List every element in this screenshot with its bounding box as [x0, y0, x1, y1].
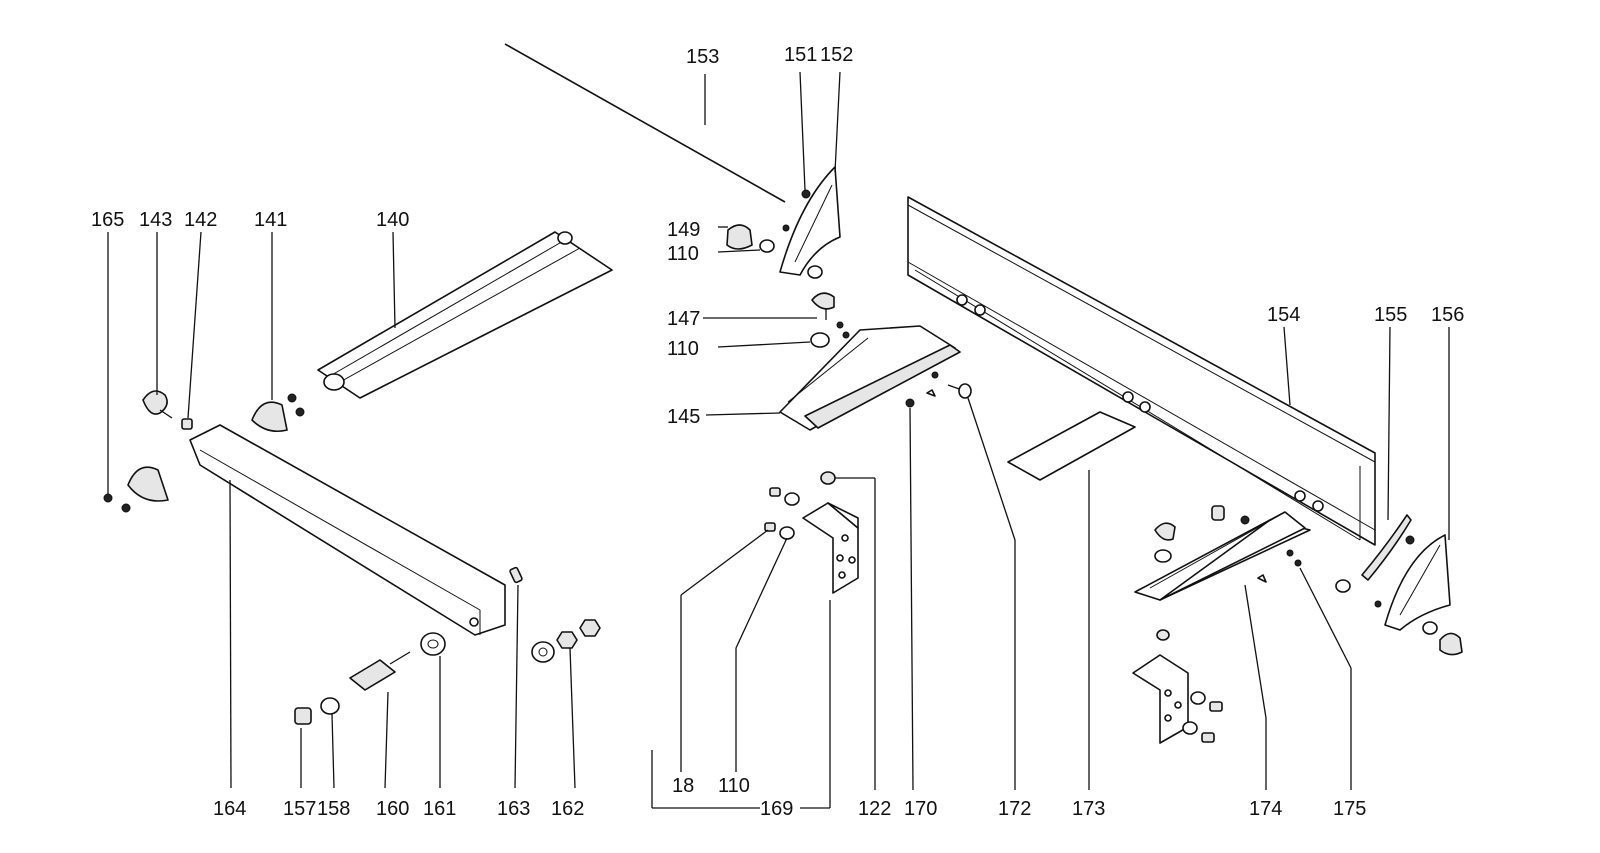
rod-153	[504, 43, 786, 203]
label-153: 153	[686, 46, 719, 68]
washer-158	[320, 697, 340, 715]
spindle-160	[349, 651, 411, 691]
label-110-a: 110	[667, 243, 699, 265]
label-151: 151	[784, 44, 817, 66]
segment-156	[1374, 534, 1463, 656]
screws-18	[764, 487, 800, 540]
label-169: 169	[760, 798, 793, 820]
label-110-c: 110	[718, 775, 750, 797]
support-arm-164	[189, 424, 506, 636]
washer-161	[420, 632, 446, 656]
label-163: 163	[497, 798, 530, 820]
nut-122	[820, 471, 836, 485]
label-156: 156	[1431, 304, 1464, 326]
label-155: 155	[1374, 304, 1407, 326]
label-175: 175	[1333, 798, 1366, 820]
strip-155	[1361, 514, 1412, 581]
angle-bracket-169	[802, 502, 859, 594]
label-170: 170	[904, 798, 937, 820]
nuts-162	[531, 619, 601, 663]
label-110-b: 110	[667, 338, 699, 360]
label-157: 157	[283, 798, 316, 820]
label-173: 173	[1072, 798, 1105, 820]
block-157	[294, 707, 312, 725]
label-140: 140	[376, 209, 409, 231]
pin-163	[509, 566, 523, 584]
fence-154	[907, 196, 1376, 546]
angle-bracket-lower	[1132, 629, 1223, 744]
washer-110-b	[810, 332, 830, 348]
label-165: 165	[91, 209, 124, 231]
part-labels: 153 151 152 165 143 142 141 140 149 110 …	[91, 44, 1464, 820]
label-152: 152	[820, 44, 853, 66]
label-18: 18	[672, 775, 694, 797]
label-154: 154	[1267, 304, 1300, 326]
label-161: 161	[423, 798, 456, 820]
label-160: 160	[376, 798, 409, 820]
bracket-174	[1134, 505, 1311, 601]
bolt-172	[947, 383, 972, 399]
label-142: 142	[184, 209, 217, 231]
plate-173	[1007, 411, 1136, 481]
knob-149	[726, 224, 753, 250]
label-147: 147	[667, 308, 700, 330]
label-122: 122	[858, 798, 891, 820]
label-149: 149	[667, 219, 700, 241]
bracket-145	[779, 321, 961, 431]
washer-110-a	[759, 239, 775, 253]
segment-152	[779, 166, 841, 279]
label-158: 158	[317, 798, 350, 820]
knob-147	[811, 292, 835, 320]
clamp-141	[251, 393, 305, 433]
extension-rail-140	[317, 231, 613, 399]
label-164: 164	[213, 798, 246, 820]
label-174: 174	[1249, 798, 1282, 820]
leader-lines	[107, 71, 1450, 809]
sleeve-142	[181, 418, 193, 430]
label-162: 162	[551, 798, 584, 820]
nut-170	[905, 398, 915, 408]
label-141: 141	[254, 209, 287, 231]
label-143: 143	[139, 209, 172, 231]
label-172: 172	[998, 798, 1031, 820]
knob-143	[142, 390, 173, 419]
clamp-165	[103, 466, 169, 513]
label-145: 145	[667, 406, 700, 428]
